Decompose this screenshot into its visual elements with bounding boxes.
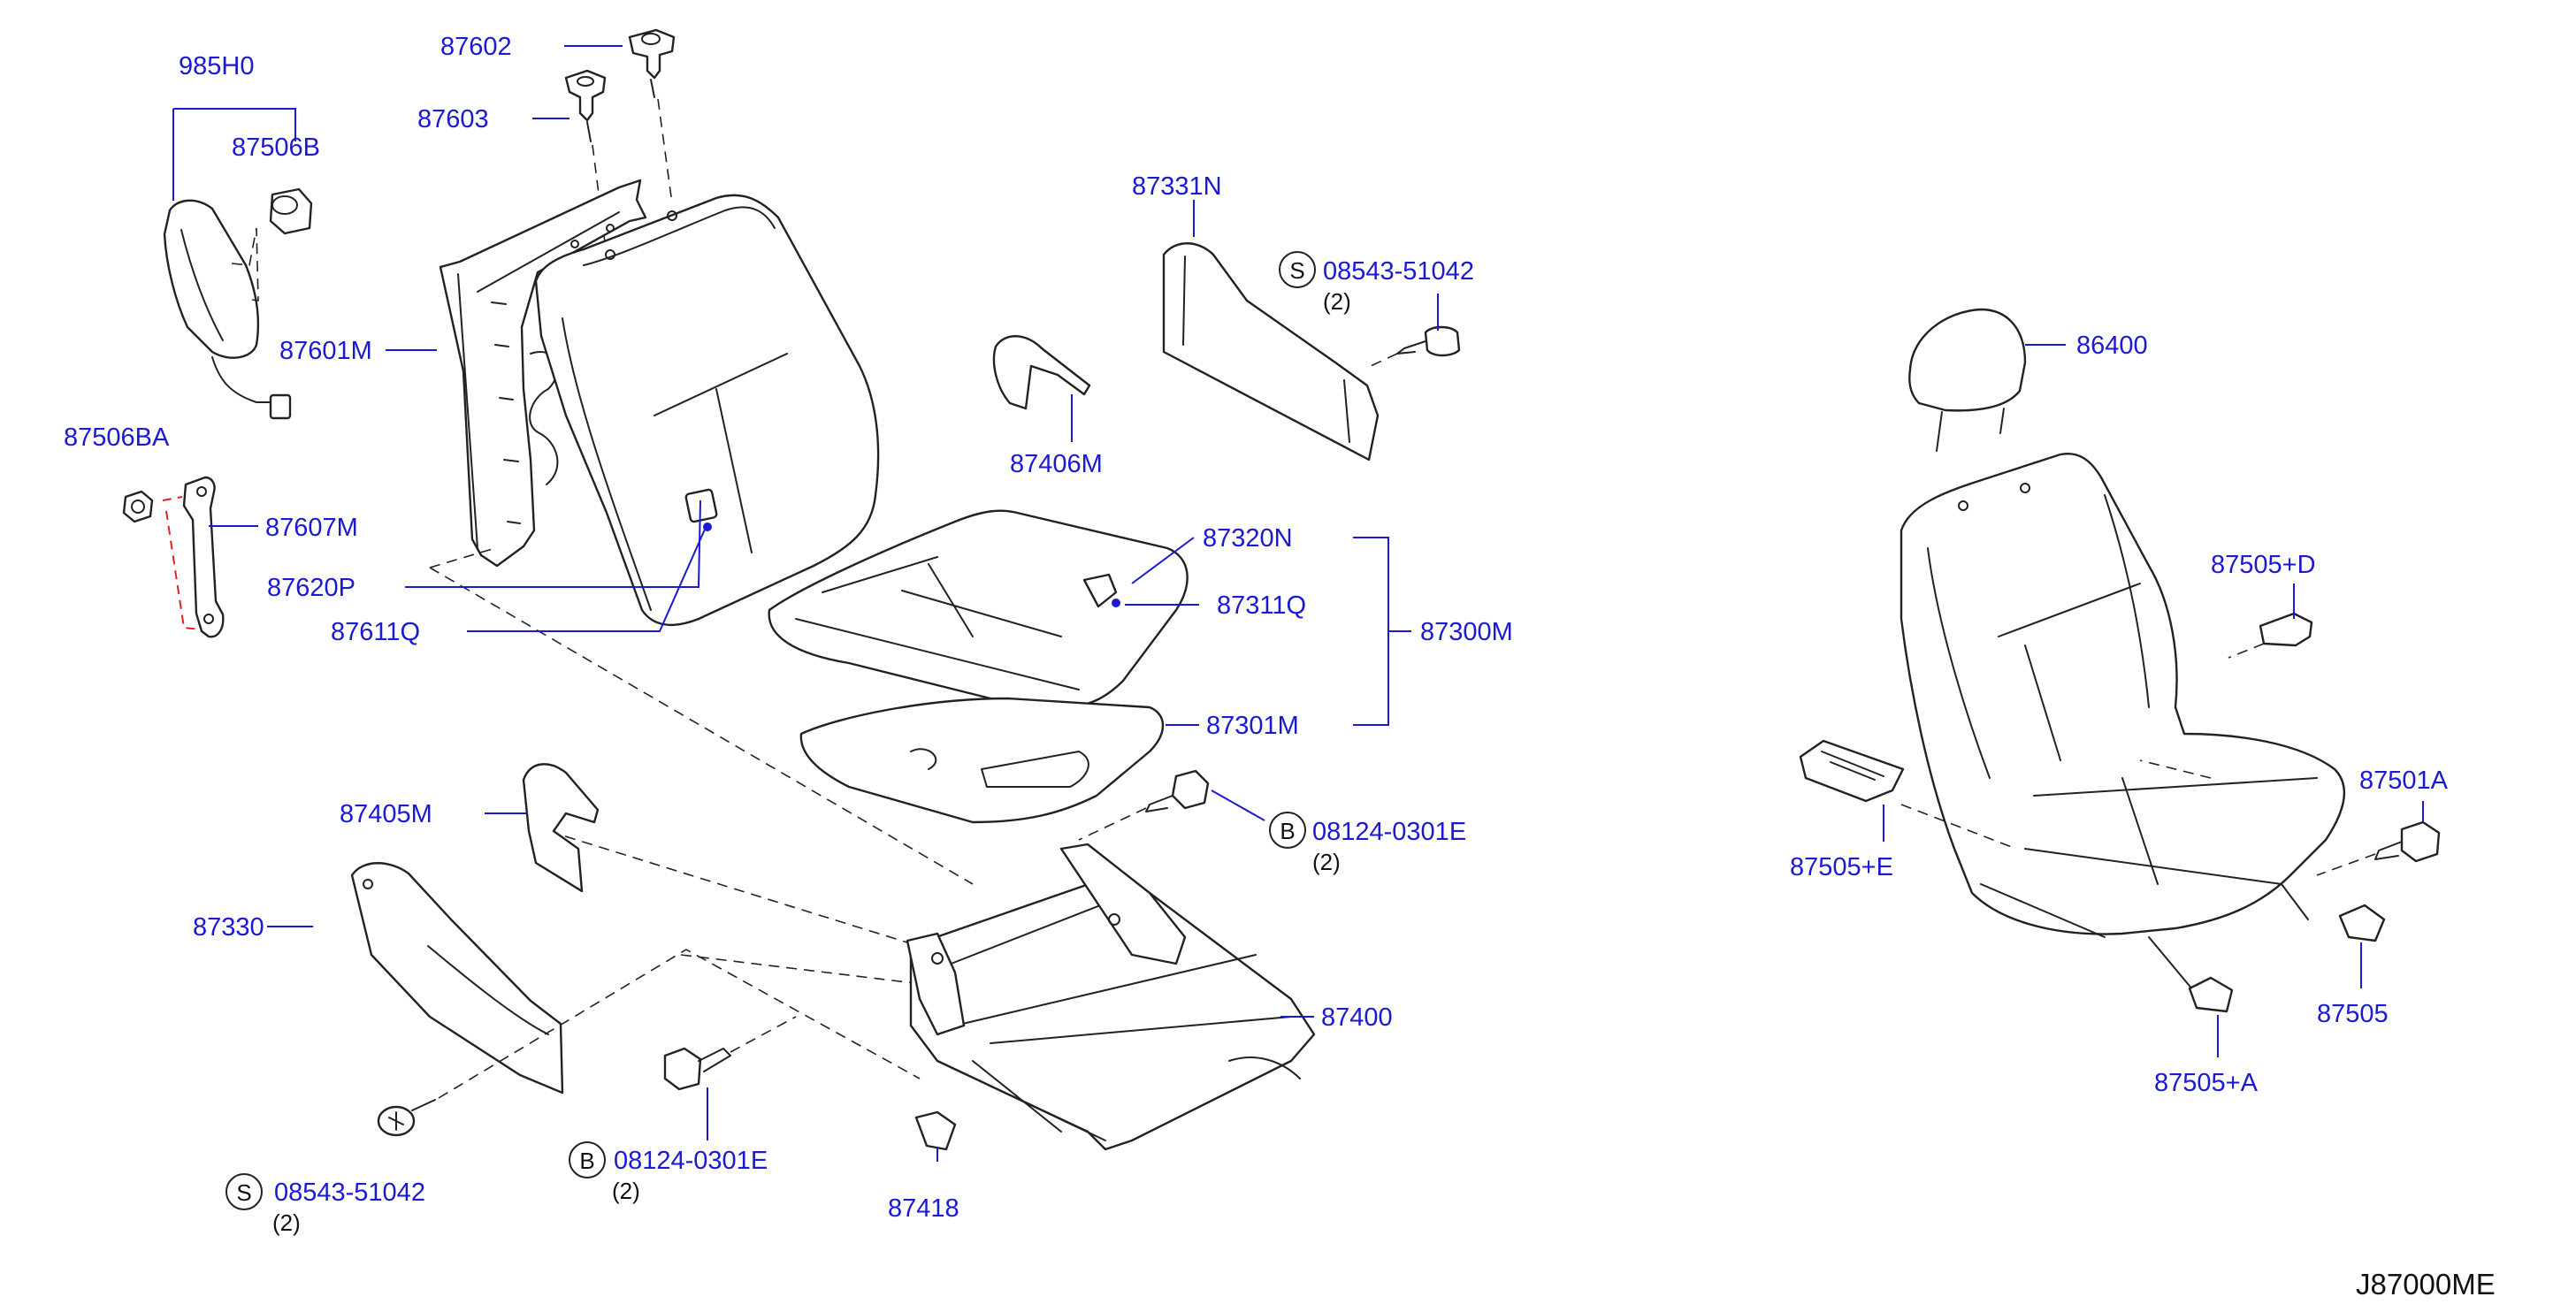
screw-symbol-bottom: S — [225, 1173, 263, 1210]
label-87331n: 87331N — [1132, 172, 1222, 201]
qty-08543-top: (2) — [1323, 288, 1351, 315]
qty-08124-bottom: (2) — [612, 1178, 640, 1204]
label-87505a: 87505+A — [2154, 1069, 2259, 1097]
headrest-guide-87602 — [628, 28, 676, 204]
clip-87418 — [914, 1110, 957, 1151]
label-87620p: 87620P — [267, 574, 355, 602]
qty-08124-mid: (2) — [1312, 849, 1341, 875]
label-87602: 87602 — [440, 33, 512, 61]
bolt-symbol-bottom: B — [569, 1141, 606, 1179]
label-87301m: 87301M — [1206, 712, 1299, 740]
qty-08543-bottom: (2) — [272, 1209, 301, 1236]
seat-cushion — [768, 509, 1189, 709]
label-87505d: 87505+D — [2211, 551, 2316, 579]
right-guide-lines — [1900, 759, 2212, 850]
label-87603: 87603 — [417, 105, 489, 133]
label-87601m: 87601M — [279, 337, 372, 365]
cover-87505a — [2188, 976, 2234, 1013]
label-87501a: 87501A — [2359, 767, 2449, 795]
bolt-87501a — [2316, 820, 2441, 876]
side-airbag-module — [163, 108, 296, 420]
nut-87506b — [269, 187, 313, 235]
label-87506b: 87506B — [232, 133, 320, 162]
screw-symbol-letter: S — [1289, 257, 1304, 284]
leader-lines — [209, 45, 2424, 1162]
label-985h0: 985H0 — [179, 52, 254, 80]
label-08543-bottom: 08543-51042 — [274, 1179, 425, 1207]
bolt-symbol-letter: B — [579, 1148, 594, 1174]
trim-87331n — [1162, 242, 1380, 461]
nut-87506ba — [122, 490, 154, 523]
screw-08543-bottom — [377, 949, 921, 1137]
label-87607m: 87607M — [265, 514, 358, 542]
label-87300m: 87300M — [1420, 618, 1513, 646]
seatback-frame — [439, 179, 647, 568]
label-87418: 87418 — [888, 1194, 959, 1223]
trim-87406m — [992, 335, 1091, 410]
bolt-symbol-letter: B — [1280, 818, 1295, 844]
cover-87505 — [2338, 904, 2386, 942]
bolt-08124-bottom — [663, 1016, 797, 1091]
trim-87330 — [350, 862, 564, 1095]
seat-cushion-pad — [799, 697, 1165, 824]
bolt-08124-mid — [1078, 769, 1210, 841]
screw-08543-top — [1370, 325, 1461, 367]
label-87405m: 87405M — [340, 800, 432, 828]
screw-symbol-top: S — [1279, 251, 1316, 288]
label-08124-bottom: 08124-0301E — [614, 1147, 768, 1175]
label-87400: 87400 — [1321, 1003, 1393, 1032]
label-87505: 87505 — [2317, 1000, 2389, 1028]
label-87506ba: 87506BA — [64, 423, 170, 452]
trim-87405m — [522, 763, 600, 893]
label-86400: 86400 — [2076, 332, 2148, 360]
bolt-symbol-mid: B — [1269, 812, 1306, 849]
part-labels: 985H0 87506B 87602 87603 87601M 87506BA … — [64, 33, 2449, 1236]
label-08543-top: 08543-51042 — [1323, 257, 1474, 286]
assembled-seat — [1900, 308, 2346, 991]
label-87311q: 87311Q — [1217, 591, 1306, 620]
label-87505e: 87505+E — [1790, 853, 1893, 881]
label-87406m: 87406M — [1010, 450, 1103, 478]
bracket-87505e — [1799, 739, 1905, 803]
diagram-code: J87000ME — [2356, 1268, 2496, 1301]
seat-adjuster — [906, 843, 1316, 1151]
seatback-cushion — [534, 194, 880, 626]
label-08124-mid: 08124-0301E — [1312, 818, 1466, 846]
label-87330: 87330 — [193, 913, 264, 942]
label-87320n: 87320N — [1203, 524, 1293, 553]
strap-87607m — [162, 476, 225, 638]
bracket-87505d — [2228, 612, 2313, 659]
screw-symbol-letter: S — [236, 1179, 251, 1206]
label-87611q: 87611Q — [331, 618, 420, 646]
